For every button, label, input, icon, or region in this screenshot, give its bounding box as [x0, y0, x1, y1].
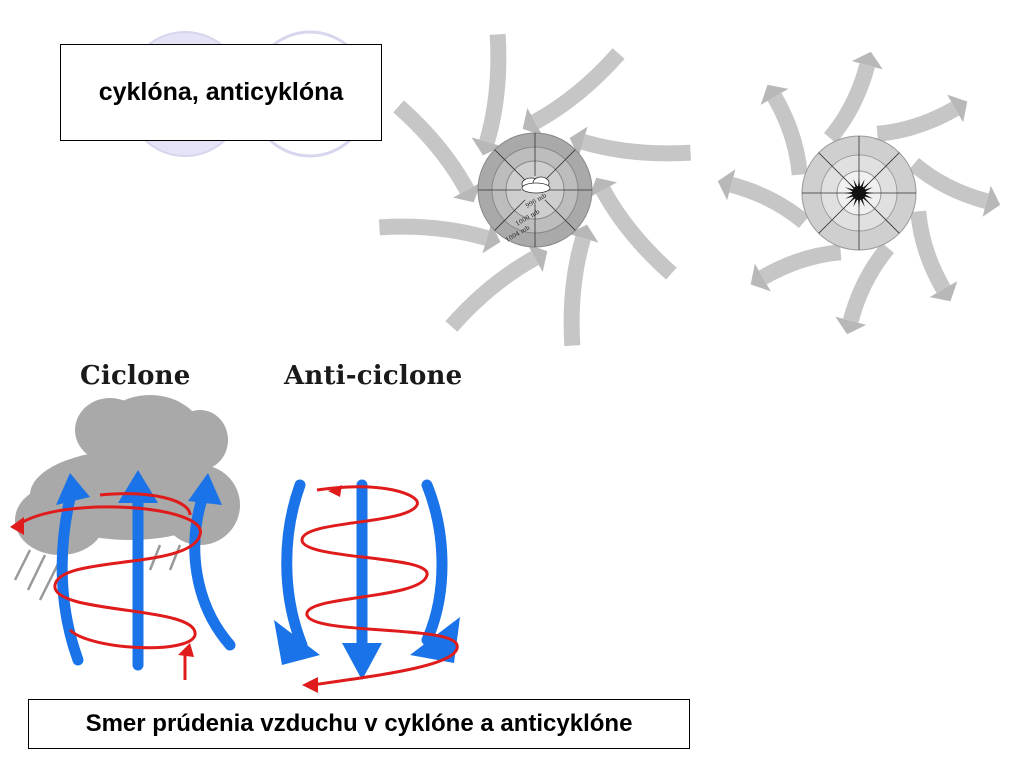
arrow-head [471, 137, 503, 156]
anticyclone-flow-illustration [274, 479, 460, 693]
sun-ray [864, 191, 874, 195]
arrow-head [929, 281, 958, 302]
inflow-arrow [595, 186, 677, 280]
sun-ray [864, 194, 873, 199]
inflow-arrow [445, 250, 539, 332]
inflow-arrow [378, 218, 490, 246]
sun-ray [844, 191, 854, 195]
sun-ray [860, 198, 865, 207]
outflow-arrow [910, 210, 951, 294]
sun-core [852, 186, 866, 200]
sun-ray [853, 179, 858, 188]
arrow-head [750, 263, 771, 292]
outflow-arrow [729, 177, 810, 229]
sun-ray [845, 194, 854, 199]
arrow-head [835, 316, 867, 334]
sun-ray [860, 179, 865, 188]
cyclone-inflow-arrows [378, 33, 692, 347]
pressure-tick [865, 199, 900, 234]
cloud-icon [521, 176, 551, 194]
outflow-arrow [767, 92, 808, 176]
arrow-head [522, 107, 543, 137]
arrow-head [482, 222, 501, 254]
arrow-head [588, 177, 618, 198]
arrow-head [567, 224, 599, 243]
slide-title: cyklóna, anticyklóna [60, 44, 382, 141]
pressure-tick [818, 199, 853, 234]
rain-lines [13, 544, 182, 601]
pressure-tick [865, 152, 900, 187]
sun-ray [862, 196, 870, 204]
arrow-head [527, 243, 548, 273]
pressure-tick [544, 199, 576, 231]
red-arrowheads [10, 517, 194, 657]
outflow-arrow [758, 244, 842, 285]
arrow-head [760, 84, 789, 105]
arrow-head [718, 169, 736, 201]
pressure-tick [494, 199, 526, 231]
inflow-arrow [479, 33, 507, 145]
inflow-arrow [531, 48, 625, 130]
anticyclone-top-view-diagram [718, 52, 1000, 334]
cyclone-top-view-diagram: 996 mb 1000 mb 1004 mb [378, 33, 692, 347]
anticyclone-label: Anti-ciclone [284, 361, 463, 391]
outflow-arrow [823, 63, 875, 144]
sun-ray [853, 198, 858, 207]
sun-ray [848, 196, 856, 204]
sun-ray [857, 178, 861, 188]
inflow-arrow [563, 235, 591, 347]
cyclone-label: Ciclone [80, 361, 191, 391]
arrow-head [452, 182, 482, 203]
slide-caption: Smer prúdenia vzduchu v cyklóne a anticy… [28, 699, 690, 749]
arrow-head [851, 52, 883, 70]
red-spiral-flow [300, 485, 459, 687]
cyclone-3d-view: Ciclone [0, 355, 250, 700]
inflow-arrow [580, 134, 692, 162]
sun-ray [857, 198, 861, 208]
sun-ray [862, 182, 870, 190]
outflow-arrow [843, 242, 895, 323]
inflow-arrow [393, 100, 475, 194]
arrow-head [982, 185, 1000, 217]
sun-ray [848, 182, 856, 190]
outflow-arrow [908, 157, 989, 209]
anticyclone-3d-view: Anti-ciclone [262, 355, 472, 700]
arrow-head [569, 126, 588, 158]
storm-cloud [15, 395, 240, 555]
sun-ray [845, 187, 854, 192]
blue-arrowheads [274, 617, 460, 680]
cyclone-flow-illustration [10, 395, 240, 680]
blue-downdraft-arrows [281, 479, 448, 656]
pressure-tick [818, 152, 853, 187]
sun-icon [844, 178, 874, 208]
pressure-tick [544, 149, 576, 181]
arrow-head [947, 94, 968, 123]
pressure-tick [494, 149, 526, 181]
red-arrowheads [302, 485, 342, 693]
outflow-arrow [876, 101, 960, 142]
sun-ray [864, 187, 873, 192]
anticyclone-outflow-arrows [718, 52, 1000, 334]
